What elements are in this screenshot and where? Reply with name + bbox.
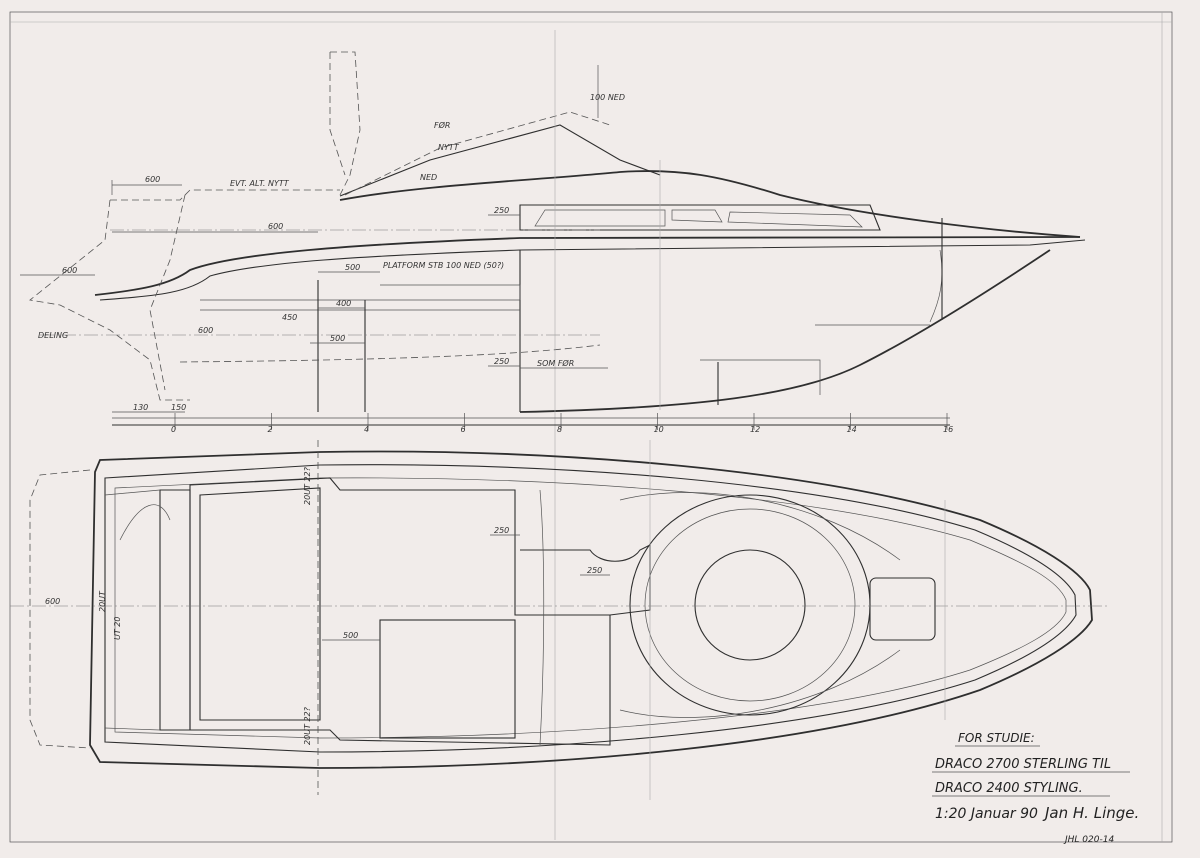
dim-600-mid-label: 600 [268, 222, 283, 231]
stern-inner-dashed [149, 194, 186, 391]
cockpit-seat [379, 619, 516, 739]
scale-tick-label: 0 [171, 425, 176, 434]
cabin-window-3 [727, 211, 863, 228]
transom-seat-lines [104, 489, 161, 731]
cabin-window-2 [671, 209, 723, 223]
scale-bar: 0 2 4 6 8 10 12 14 16 [112, 413, 953, 434]
dim-130-label: 130 [133, 403, 148, 412]
cabin-window-frame [519, 204, 881, 231]
foredeck-line-bottom [619, 649, 901, 718]
scale-tick-label: 12 [750, 425, 760, 434]
dim-250-low-label: 250 [494, 357, 509, 366]
plan-ut20-label: UT 20 [113, 617, 122, 640]
som-for-label: SOM FØR [537, 358, 574, 368]
waterline-dashed [179, 344, 601, 363]
scale-tick-label: 16 [943, 425, 953, 434]
note-line1: FOR STUDIE: [958, 731, 1035, 745]
nytt-label: NYTT [438, 143, 460, 152]
plan-dim-250b-label: 250 [587, 566, 602, 575]
anchor-hatch [869, 577, 936, 641]
dim-600-lower-label: 600 [198, 326, 213, 335]
note-line4: 1:20 Januar 90 [935, 806, 1038, 822]
plan-dim-500-label: 500 [343, 631, 358, 640]
platform-step [380, 284, 521, 300]
scale-tick-label: 6 [461, 425, 466, 434]
hull-outline-plan [89, 450, 1093, 769]
scale-tick-label: 10 [654, 425, 664, 434]
cabin-window-1 [534, 209, 666, 227]
note-line3: DRACO 2400 STYLING. [935, 781, 1083, 796]
plan-20ut-side-label: 20UT [98, 590, 107, 612]
dim-evt-alt-label: EVT. ALT. NYTT [230, 179, 290, 188]
helm-console [520, 544, 651, 616]
plan-view: 250 250 500 600 20UT 22? 20UT 22? 20UT U… [10, 440, 1110, 800]
scale-tick-label: 2 [268, 425, 273, 434]
title-block: FOR STUDIE: DRACO 2700 STERLING TIL DRAC… [932, 731, 1139, 845]
dim-400-label: 400 [336, 299, 351, 308]
transom-seat [159, 489, 191, 731]
dim-450-label: 450 [282, 313, 297, 322]
note-line2: DRACO 2700 STERLING TIL [935, 757, 1111, 772]
interior-step-1 [700, 359, 821, 395]
dim-500-label: 500 [330, 334, 345, 343]
signature: Jan H. Linge. [1042, 804, 1139, 822]
scale-tick-label: 4 [364, 425, 369, 434]
platform-label: PLATFORM STB 100 NED (50?) [383, 261, 504, 270]
scale-tick-label: 14 [847, 425, 857, 434]
scale-tick-label: 8 [557, 425, 562, 434]
radar-arch-back [329, 52, 346, 176]
dim-150-label: 150 [171, 403, 186, 412]
helm-curve [539, 489, 545, 746]
side-profile: 600 EVT. ALT. NYTT 600 600 DELING 600 45… [20, 30, 1086, 840]
foredeck-hatch-outer [629, 494, 871, 716]
ned-label: NED [420, 173, 437, 182]
hull-deck-line-plan [114, 477, 1067, 739]
stern-outline-dashed [29, 199, 190, 401]
ned100-label: 100 NED [590, 93, 625, 102]
dim-500-platform-label: 500 [345, 263, 360, 272]
dim-250-top-label: 250 [494, 206, 509, 215]
sheer-line [94, 236, 1081, 296]
drawing-ref: JHL 020-14 [1063, 835, 1114, 845]
radar-arch-front [330, 51, 361, 196]
rub-rail-line [99, 239, 1086, 301]
cockpit-well [199, 487, 321, 721]
cabin-roof-line [339, 170, 1081, 238]
transom-curve [119, 504, 171, 541]
bow-rake-line [929, 249, 943, 323]
hull-keel-line [519, 249, 1051, 413]
sheet-border [9, 11, 1173, 843]
swim-platform-dashed [29, 469, 91, 749]
foredeck-hatch-mid [644, 508, 856, 702]
foredeck-line-top [619, 492, 901, 561]
plan-20ut-top-label: 20UT 22? [303, 466, 312, 505]
plan-20ut-bot-label: 20UT 22? [303, 706, 312, 745]
hull-inner-outline-plan [104, 464, 1077, 753]
for-label: FØR [434, 120, 450, 130]
plan-dim-250a-label: 250 [494, 526, 509, 535]
deling-label: DELING [38, 331, 68, 340]
dim-600-left-label: 600 [62, 266, 77, 275]
foredeck-hatch-inner [694, 549, 806, 661]
plan-dim-600-label: 600 [45, 597, 60, 606]
cockpit-outline [189, 477, 611, 746]
windshield-line [339, 124, 661, 197]
stern-top-dashed [110, 189, 340, 201]
dim-600-top-label: 600 [145, 175, 160, 184]
windshield-old-line [344, 111, 611, 196]
